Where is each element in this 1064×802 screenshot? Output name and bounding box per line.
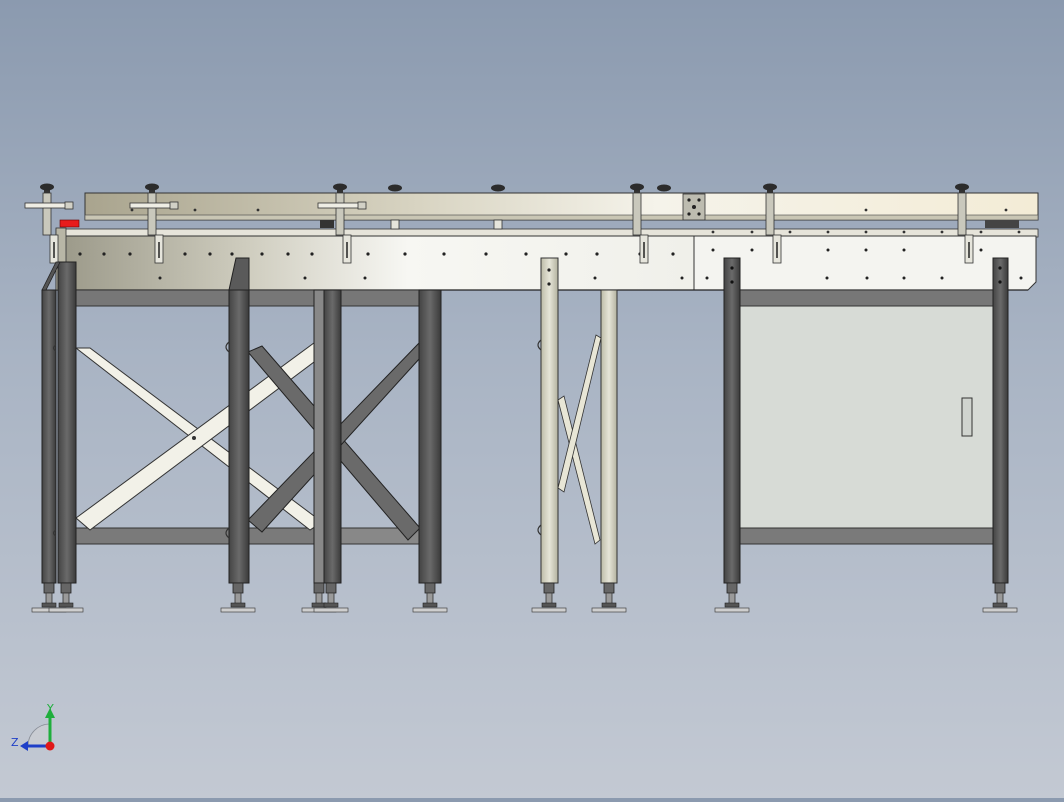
bolt-hole (183, 252, 187, 256)
bolt-hole (671, 252, 675, 256)
knob-icon (630, 183, 644, 191)
red-indicator (59, 219, 80, 228)
knob-icon (763, 183, 777, 191)
bolt-hole (363, 276, 367, 280)
knob-icon (657, 184, 671, 192)
bolt-hole (711, 248, 715, 252)
coordinate-triad: Y Z (11, 702, 55, 751)
bolt-hole (750, 248, 754, 252)
bolt-hole (788, 230, 792, 234)
triad-y-label: Y (46, 702, 54, 715)
guide-clamp (763, 183, 782, 264)
guide-clamp (955, 183, 974, 264)
bolt-hole (864, 248, 868, 252)
bolt-hole (303, 276, 307, 280)
bolt-hole (902, 248, 906, 252)
bolt-hole (705, 276, 709, 280)
cabinet-handle[interactable] (961, 397, 973, 437)
bolt-hole (130, 208, 134, 212)
leveling-foot (714, 582, 750, 613)
bolt-hole (1019, 276, 1023, 280)
guide-clamp (129, 183, 179, 264)
bolt-hole (260, 252, 264, 256)
bolt-hole (256, 208, 260, 212)
guide-clamp (630, 183, 649, 264)
bolt-hole (750, 230, 754, 234)
bolt-hole (979, 230, 983, 234)
bolt-hole (484, 252, 488, 256)
bolt-hole (902, 276, 906, 280)
left-stand (41, 257, 442, 584)
middle-stand (537, 257, 618, 584)
leveling-foot (982, 582, 1018, 613)
bolt-hole (826, 230, 830, 234)
knob-icon (491, 184, 505, 192)
bolt-hole (158, 276, 162, 280)
bolt-hole (1004, 208, 1008, 212)
knob-icon (333, 183, 347, 191)
leveling-feet (31, 582, 1018, 613)
bolt-hole (564, 252, 568, 256)
bolt-hole (102, 252, 106, 256)
bolt-hole (864, 230, 868, 234)
bolt-hole (78, 252, 82, 256)
bolt-hole (208, 252, 212, 256)
guide-clamp (24, 183, 74, 264)
bolt-hole (902, 230, 906, 234)
right-cabinet-stand (723, 257, 1009, 584)
bolt-hole (524, 252, 528, 256)
bolt-hole (940, 276, 944, 280)
leveling-foot (220, 582, 256, 613)
leveling-foot (412, 582, 448, 613)
leveling-foot (591, 582, 627, 613)
leveling-foot (531, 582, 567, 613)
knob-icon (388, 184, 402, 192)
bolt-hole (864, 208, 868, 212)
bolt-hole (865, 276, 869, 280)
bolt-hole (711, 230, 715, 234)
bolt-hole (442, 252, 446, 256)
leveling-foot (48, 582, 84, 613)
bolt-hole (403, 252, 407, 256)
bolt-hole (128, 252, 132, 256)
bolt-hole (193, 208, 197, 212)
bolt-hole (366, 252, 370, 256)
guide-clamp (317, 183, 367, 264)
knob-icon (955, 183, 969, 191)
leveling-foot (313, 582, 349, 613)
cabinet-panel (739, 305, 994, 529)
triad-z-label: Z (11, 736, 19, 749)
bolt-hole (595, 252, 599, 256)
bolt-hole (979, 248, 983, 252)
guide-clamps (24, 183, 974, 264)
bolt-hole (230, 252, 234, 256)
bolt-hole (826, 248, 830, 252)
bolt-hole (940, 230, 944, 234)
triad-origin (45, 741, 55, 751)
bolt-hole (593, 276, 597, 280)
upper-guide-rail (84, 192, 1039, 221)
bolt-hole (825, 276, 829, 280)
knob-icon (40, 183, 54, 191)
bolt-hole (680, 276, 684, 280)
bolt-hole (1017, 230, 1021, 234)
rail-support (493, 219, 503, 230)
rail-support (390, 219, 400, 230)
bolt-hole (286, 252, 290, 256)
knob-icon (145, 183, 159, 191)
bolt-hole (310, 252, 314, 256)
